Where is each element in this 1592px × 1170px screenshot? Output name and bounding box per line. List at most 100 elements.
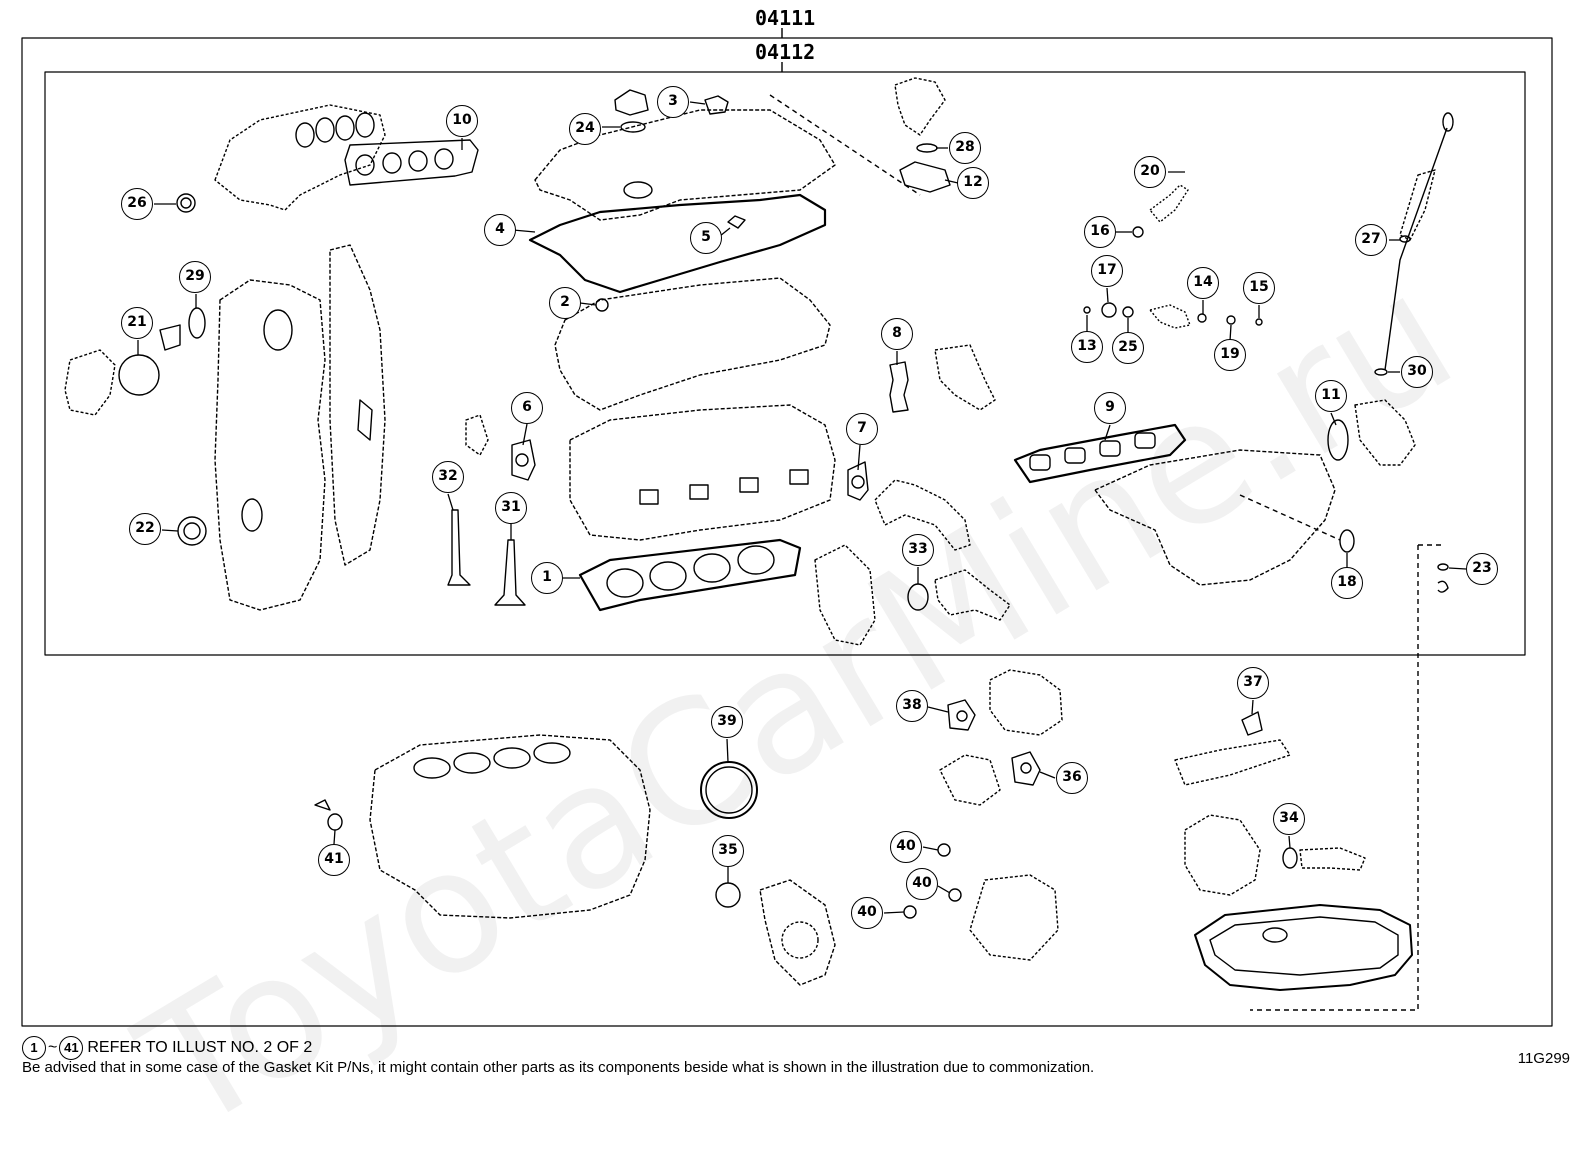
seal-17 [1101, 302, 1117, 318]
callout-c18: 18 [1331, 567, 1363, 599]
o-ring-34 [1282, 847, 1298, 869]
oil-line [1174, 739, 1291, 786]
o-ring-40a [937, 843, 951, 857]
callout-c21: 21 [121, 307, 153, 339]
exhaust-manifold-gasket [344, 139, 479, 186]
oil-filter-bracket [1184, 814, 1261, 896]
callout-c22: 22 [129, 513, 161, 545]
callout-c38: 38 [896, 690, 928, 722]
callout-c20: 20 [1134, 156, 1166, 188]
callout-c40a: 40 [890, 831, 922, 863]
callout-c40b: 40 [906, 868, 938, 900]
timing-chain-cover [214, 279, 326, 611]
callout-c39: 39 [711, 706, 743, 738]
oil-level-gauge [1384, 127, 1448, 371]
callout-c14: 14 [1187, 267, 1219, 299]
pump-cover [939, 754, 1001, 806]
o-ring-40c [903, 905, 917, 919]
callout-c23: 23 [1466, 553, 1498, 585]
callout-c26: 26 [121, 188, 153, 220]
intake-valve-32 [447, 509, 471, 586]
callout-c6: 6 [511, 392, 543, 424]
sensor-14 [1149, 304, 1191, 329]
cap-gasket-3 [704, 95, 729, 115]
callout-c41: 41 [318, 844, 350, 876]
callout-c27: 27 [1355, 224, 1387, 256]
o-ring-18 [1339, 529, 1355, 553]
cylinder-head-cover [534, 109, 836, 221]
inner-kit-frame [44, 71, 1526, 656]
callout-c17: 17 [1091, 255, 1123, 287]
washer-25 [1122, 306, 1134, 318]
dipstick-guide [1399, 169, 1436, 241]
callout-c7: 7 [846, 413, 878, 445]
seal-23 [1437, 563, 1449, 571]
callout-c2: 2 [549, 287, 581, 319]
exhaust-manifold-heat-shield [214, 104, 386, 211]
callout-c9: 9 [1094, 392, 1126, 424]
callout-c5: 5 [690, 222, 722, 254]
refer-note: 1 ~ 41 REFER TO ILLUST NO. 2 OF 2 [22, 1036, 312, 1060]
oil-filler-cap [614, 89, 649, 116]
exploded-parts-diagram [21, 28, 1553, 1027]
dashed-guide-manifold [1239, 494, 1341, 541]
callout-c24: 24 [569, 113, 601, 145]
range-start-callout: 1 [22, 1036, 46, 1060]
callout-c12: 12 [957, 167, 989, 199]
callout-c40c: 40 [851, 897, 883, 929]
outer-kit-frame [21, 37, 1553, 1027]
o-ring-30 [1374, 368, 1388, 376]
water-outlet [934, 344, 996, 411]
oil-pan [1194, 904, 1413, 991]
seal-16 [1132, 226, 1144, 238]
water-pump [64, 349, 116, 416]
timing-cover-inner [329, 244, 386, 566]
intake-manifold-gasket-9 [1013, 423, 1187, 484]
callout-c1: 1 [531, 562, 563, 594]
o-ring-21 [118, 354, 160, 396]
commonization-note: Be advised that in some case of the Gask… [22, 1059, 1095, 1076]
callout-c32: 32 [432, 461, 464, 493]
gasket-2 [595, 298, 609, 312]
gasket-8-shape [889, 361, 909, 413]
callout-c37: 37 [1237, 667, 1269, 699]
outer-kit-part-number: 04111 [755, 6, 816, 30]
gasket-36-plate [1011, 751, 1041, 786]
o-ring-27 [1399, 235, 1411, 243]
rear-seal-retainer [759, 879, 836, 986]
gasket-7-plate [847, 461, 869, 501]
rear-oil-seal-39 [700, 761, 758, 819]
callout-c19: 19 [1214, 339, 1246, 371]
upper-water-outlet [894, 77, 946, 136]
callout-c11: 11 [1315, 380, 1347, 412]
manifold-ports [295, 112, 375, 148]
o-ring-33 [907, 583, 929, 611]
callout-c34: 34 [1273, 803, 1305, 835]
dashed-guide-23 [1250, 544, 1445, 1011]
throttle-body [1354, 399, 1416, 466]
callout-c13: 13 [1071, 331, 1103, 363]
range-separator: ~ [48, 1039, 58, 1056]
cylinder-block [369, 734, 651, 919]
callout-c35: 35 [712, 835, 744, 867]
refer-text: REFER TO ILLUST NO. 2 OF 2 [87, 1039, 313, 1056]
valve-cover-gasket-4 [528, 193, 827, 294]
gasket-6-plate [511, 439, 536, 481]
callout-c4: 4 [484, 214, 516, 246]
gasket-38-plate [947, 699, 976, 731]
gasket-11 [1327, 419, 1349, 461]
egr-valve [814, 544, 876, 646]
water-inlet-pipe [874, 479, 971, 551]
callout-c29: 29 [179, 261, 211, 293]
o-ring-28 [916, 143, 938, 153]
inner-kit-part-number: 04112 [755, 40, 816, 64]
o-ring-35 [715, 882, 741, 908]
callout-c8: 8 [881, 318, 913, 350]
thermostat-housing [934, 569, 1011, 621]
gasket-12 [899, 161, 951, 193]
o-ring-40b [948, 888, 962, 902]
camshaft-housing [554, 277, 831, 411]
dashed-guide-cover [769, 94, 921, 196]
gasket-13 [1083, 306, 1091, 314]
plug-41 [327, 813, 343, 831]
